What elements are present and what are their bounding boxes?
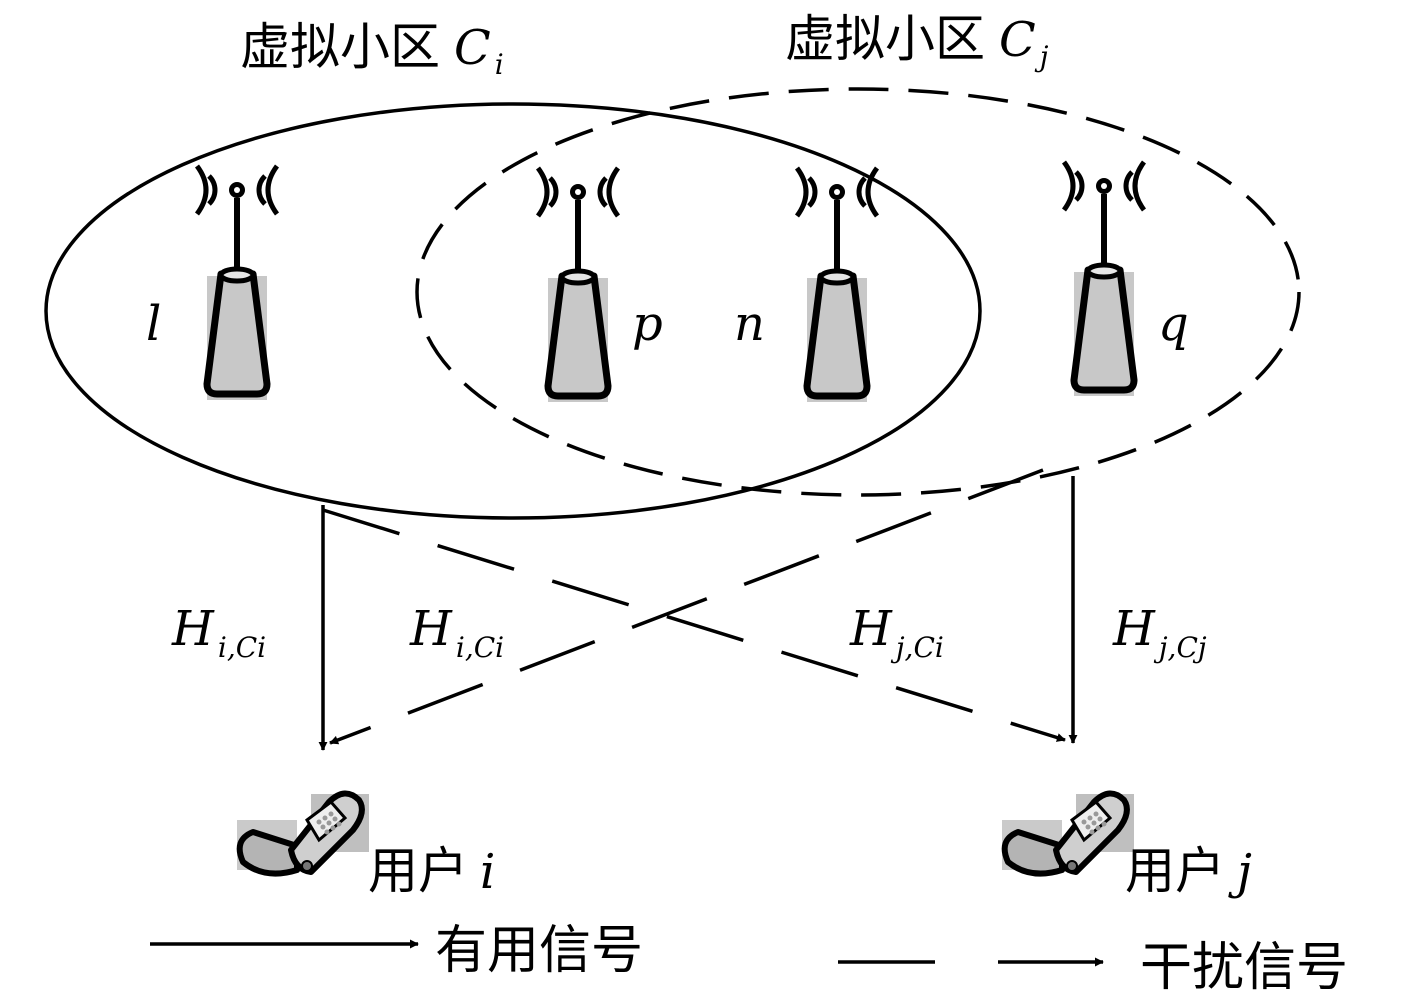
- base-station-antenna-icon: [197, 166, 277, 400]
- channel-h1-symbol: H: [171, 601, 215, 657]
- cell-ci-ellipse: [44, 102, 982, 520]
- cell-cj-symbol: C: [999, 12, 1036, 68]
- user-j-symbol: j: [1228, 844, 1252, 900]
- interference-arrow-to-j: [322, 508, 1066, 742]
- cell-cj-subscript: j: [1034, 40, 1049, 73]
- channel-h2-subscript: i,Ci: [456, 631, 504, 664]
- channel-h3-symbol: H: [849, 601, 893, 657]
- channel-h2-symbol: H: [409, 601, 453, 657]
- cell-ci-symbol: C: [454, 20, 491, 76]
- cell-cj-ellipse: [415, 87, 1301, 497]
- channel-label-h1: H i,Ci: [171, 601, 266, 664]
- user-i-label: 用户 i: [368, 842, 495, 900]
- base-station-antenna-icon: [797, 168, 877, 402]
- user-j-prefix: 用户: [1125, 842, 1225, 900]
- base-station-antenna-icon: [1064, 162, 1144, 396]
- channel-label-h4: H j,Cj: [1112, 601, 1207, 664]
- channel-h3-subscript: j,Ci: [890, 631, 944, 664]
- cell-cj-label: 虚拟小区 C j: [785, 10, 1049, 73]
- mobile-phone-icon: [237, 793, 369, 873]
- channel-label-h2: H i,Ci: [409, 601, 504, 664]
- legend-useful-label: 有用信号: [435, 921, 643, 981]
- interference-arrow-to-i: [329, 468, 1044, 745]
- channel-label-h3: H j,Ci: [849, 601, 944, 664]
- base-label-l: l: [146, 296, 161, 352]
- base-label-p: p: [632, 296, 663, 352]
- user-i-prefix: 用户: [368, 842, 468, 900]
- channel-h1-subscript: i,Ci: [218, 631, 266, 664]
- cell-ci-subscript: i: [495, 48, 504, 81]
- channel-h4-symbol: H: [1112, 601, 1156, 657]
- mobile-phone-icon: [1002, 793, 1134, 873]
- channel-h4-subscript: j,Cj: [1153, 631, 1207, 664]
- base-label-n: n: [734, 296, 765, 352]
- base-label-q: q: [1158, 296, 1189, 352]
- user-i-symbol: i: [480, 844, 495, 900]
- legend-interference-label: 干扰信号: [1140, 938, 1348, 998]
- user-j-label: 用户 j: [1125, 842, 1252, 900]
- cell-ci-prefix: 虚拟小区: [240, 18, 440, 76]
- base-station-antenna-icon: [538, 168, 618, 402]
- cell-ci-label: 虚拟小区 C i: [240, 18, 504, 81]
- cell-cj-prefix: 虚拟小区: [785, 10, 985, 68]
